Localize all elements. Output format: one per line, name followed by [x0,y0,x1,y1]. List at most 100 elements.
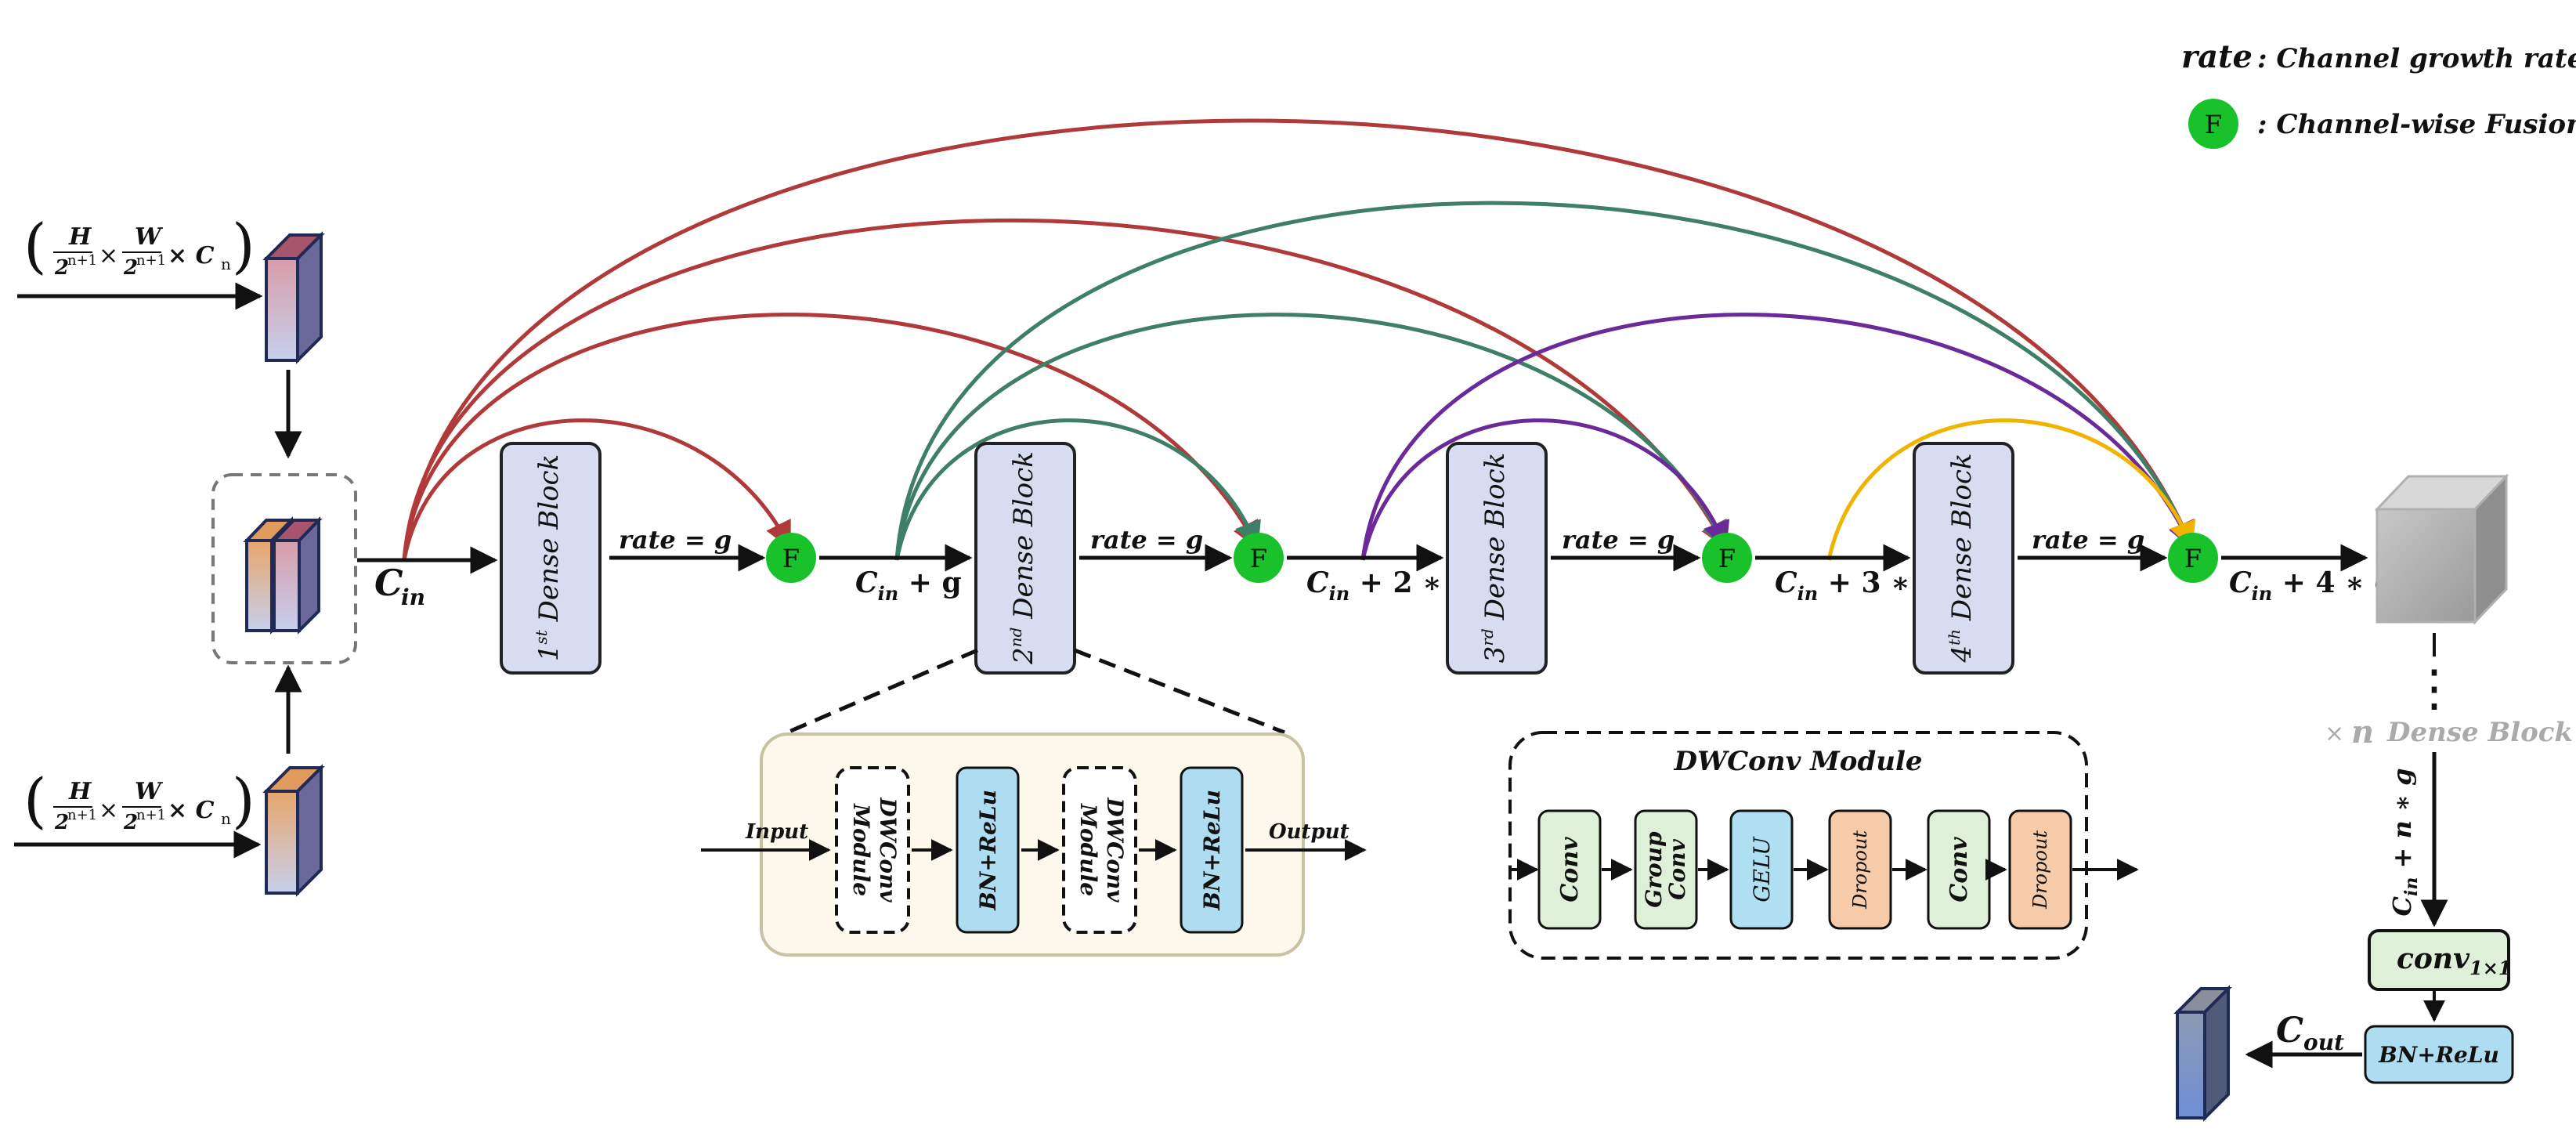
svg-text:Conv: Conv [1664,838,1690,899]
legend: rate : Channel growth rate F : Channel-w… [2181,38,2576,149]
rate-label-3: rate = g [1562,525,1675,555]
repeat-dots: ⋮ [2409,660,2459,718]
fusion-node-3-label: F [1718,544,1736,573]
skip-arc-red-2 [402,313,1259,561]
main-row: C in 1st Dense Block rate = g F Cin + g … [357,442,2394,675]
skip-arc-red-4 [402,118,2195,561]
svg-text:Module: Module [848,803,874,896]
block-4-suffix: th [1945,629,1964,646]
dense-block-detail: Input DWConv Module BN+ReLu DWConv Modul… [701,732,1367,957]
detail-dwconv-2[interactable] [1062,766,1137,934]
repeat-times: × [2325,720,2344,747]
output-cube [2374,473,2509,625]
c-out-label: Cout [2276,1011,2344,1055]
block-3-ordinal: 3 [1479,646,1511,664]
skip-arc-green-2 [894,313,1728,561]
top-shape-exp-1: n+1 [67,252,97,269]
conv1x1-block[interactable] [2368,929,2510,991]
skip-arc-red-1 [402,418,792,561]
block-1-suffix: st [532,629,551,644]
dwconv-module: DWConv Module Conv Group Conv GELU Dropo… [1508,731,2139,960]
dense-block-4[interactable] [1913,442,2014,675]
top-shape-denom-1: 2 [54,256,69,280]
bottom-shape-exp-2: n+1 [136,807,166,823]
zoom-lines [786,648,1285,735]
block-3-suffix: rd [1478,628,1497,646]
dense-detail-output: Output [1269,820,1349,844]
svg-text:BN+ReLu: BN+ReLu [1199,790,1225,911]
top-shape-cn: × C [168,242,215,269]
skip-arc-green-3 [894,201,2195,561]
block-1-label: Dense Block [533,454,565,623]
skip-arc-red-3 [402,218,1728,561]
svg-text:Dropout: Dropout [2029,830,2051,910]
top-shape-exp-2: n+1 [136,252,166,269]
bottom-shape-cn-sub: n [221,809,231,828]
output-feature-map [2173,985,2232,1122]
dense-block-3[interactable] [1446,442,1548,675]
fusion-node-3 [1702,533,1752,583]
svg-text:BN+ReLu: BN+ReLu [975,790,1001,911]
dwconv-layer-dropout-1[interactable] [1828,809,1892,930]
top-shape-paren-left: ( [23,211,47,280]
fusion-node-1 [766,533,816,583]
input-bottom: ( H 2 n+1 × W 2 n+1 × C n ) [14,664,325,897]
svg-text:2nd Dense Block: 2nd Dense Block [1006,451,1039,665]
bottom-shape-w: W [135,778,164,805]
output-path: ⋮ × n Dense Block Cin + n ∗ g conv1×1 BN… [2173,473,2573,1122]
svg-text:DWConv: DWConv [875,797,901,902]
c-in-sub: in [401,584,425,610]
final-bnrelu-block[interactable] [2364,1025,2514,1084]
legend-fusion-icon [2188,99,2238,149]
fusion-node-2-label: F [1250,544,1267,573]
fusion-node-4-label: F [2184,544,2202,573]
block-4-ordinal: 4 [1946,646,1978,664]
c-in-main: C [374,562,403,604]
skip-arc-yellow-1 [1826,418,2196,561]
dense-block-2[interactable] [974,442,1076,675]
dwconv-layer-group-conv[interactable] [1634,809,1698,930]
svg-text:Dropout: Dropout [1849,830,1871,910]
svg-text:Module: Module [1075,803,1101,896]
top-shape-w: W [135,223,164,251]
legend-fusion-symbol: F [2205,110,2222,139]
top-shape-h: H [68,223,92,251]
skip-arc-green-1 [894,418,1261,561]
dense-block-1[interactable] [500,442,602,675]
dwconv-module-title: DWConv Module [1673,746,1922,777]
detail-bnrelu-2[interactable] [1180,766,1244,934]
bottom-shape-times-1: × [99,797,118,824]
svg-text:1st Dense Block: 1st Dense Block [532,454,565,661]
legend-rate-desc: : Channel growth rate [2257,43,2576,74]
detail-dwconv-1[interactable] [835,766,910,934]
block-2-suffix: nd [1006,628,1025,648]
svg-text:Conv: Conv [1946,837,1973,902]
dwconv-layer-gelu[interactable] [1729,809,1794,930]
legend-rate-key: rate [2181,38,2253,75]
block-2-label: Dense Block [1008,451,1039,620]
block-4-label: Dense Block [1946,453,1978,621]
input-top: ( H 2 n+1 × W 2 n+1 × C n ) [17,211,325,459]
dense-detail-input: Input [745,820,808,844]
top-shape-times-1: × [99,242,118,269]
detail-bnrelu-1[interactable] [956,766,1020,934]
bottom-shape-h: H [68,778,92,805]
svg-text:DWConv: DWConv [1102,797,1128,902]
final-bnrelu-label: BN+ReLu [2378,1042,2499,1068]
svg-text:Conv: Conv [1556,837,1584,902]
block-2-ordinal: 2 [1008,647,1039,665]
vertical-channel-label: Cin + n ∗ g [2387,769,2422,917]
bottom-shape-paren-left: ( [23,765,47,835]
fusion-node-1-label: F [782,544,800,573]
svg-text:Group: Group [1641,831,1667,908]
skip-arc-purple-1 [1360,418,1730,561]
bottom-shape-denom-2: 2 [123,811,138,834]
skip-arc-purple-2 [1360,313,2195,561]
skip-connections [402,118,2196,561]
bottom-shape-denom-1: 2 [54,811,69,834]
dwconv-layer-conv-1[interactable] [1537,809,1602,930]
svg-text:3rd Dense Block: 3rd Dense Block [1478,453,1511,663]
dwconv-layer-dropout-2[interactable] [2008,809,2072,930]
legend-fusion-desc: : Channel-wise Fusion [2257,109,2576,140]
